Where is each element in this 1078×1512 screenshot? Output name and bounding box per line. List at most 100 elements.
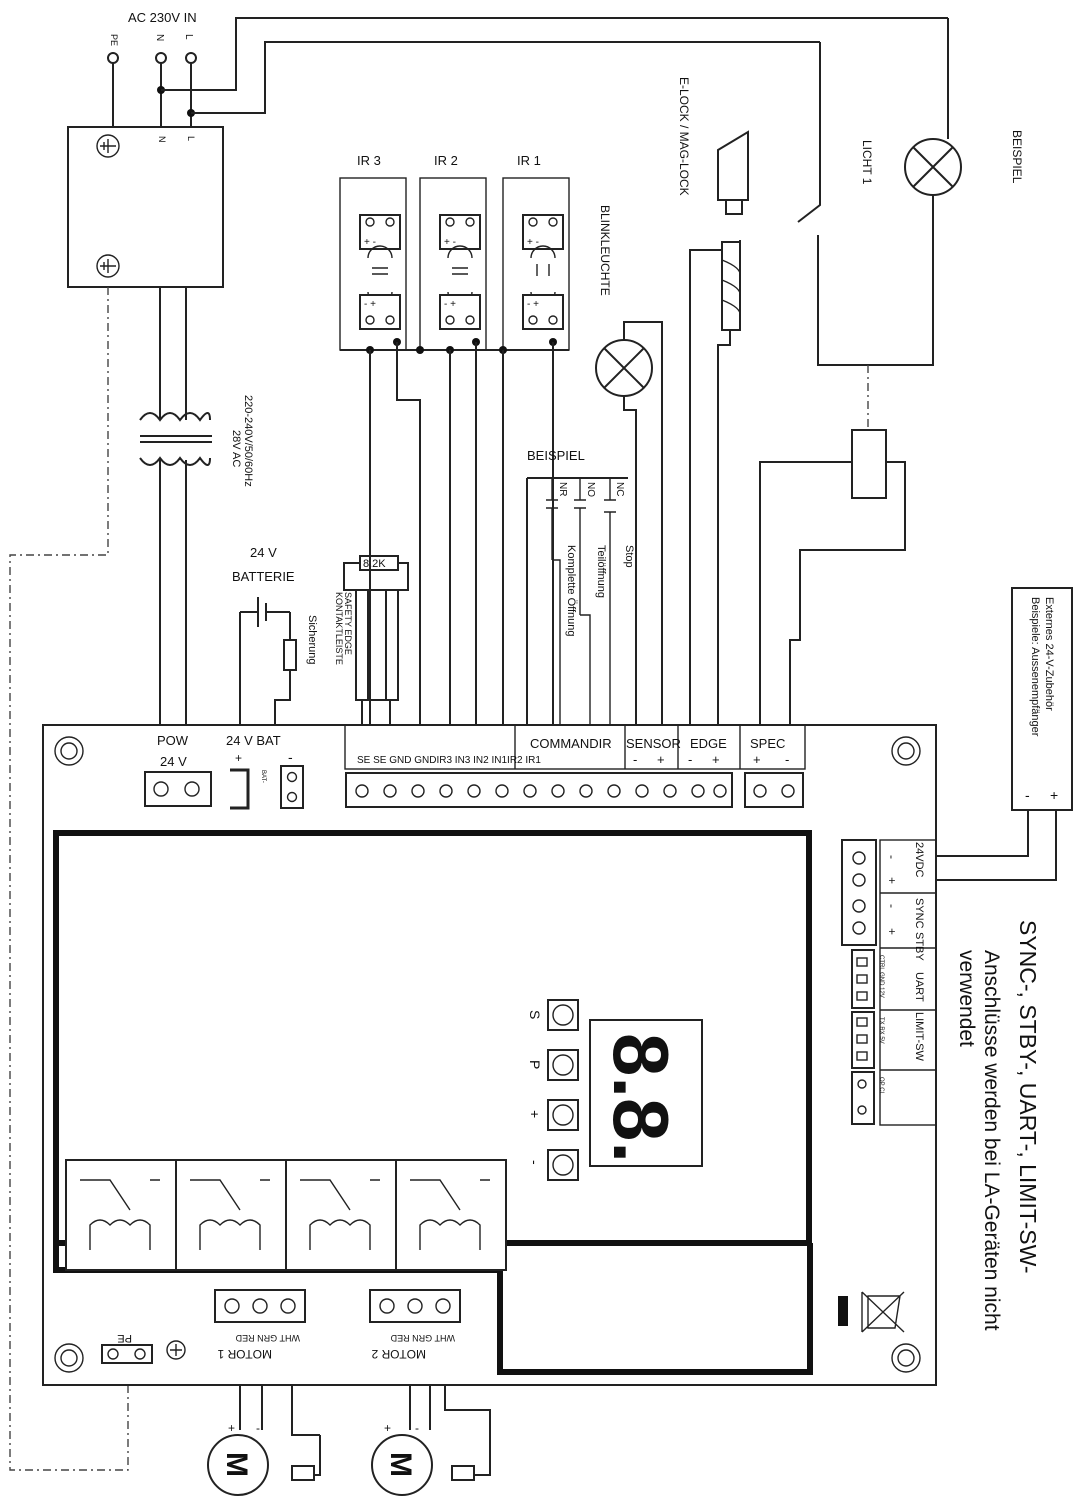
note-line3: verwendet [955,950,978,1047]
button-plus-label: + [527,1110,543,1118]
safety-edge-label: SAFETY EDGE [343,592,353,655]
external-accessory-box [1011,587,1073,811]
spec-plus: + [753,752,761,767]
display-digits: 8.8. [597,1033,685,1163]
main-terminal-block [345,772,733,808]
label-stop: Stop [623,545,635,568]
commandir-label: COMMANDIR [530,736,612,751]
power-supply-box [67,126,224,288]
external-plus: + [1050,787,1058,803]
transformer-voltage: 220-240V/50/60Hz [242,395,254,487]
label-full-open: Komplette Öffnung [565,545,577,637]
svg-text:+ -: + - [364,237,376,248]
psu-n-label: N [157,136,167,143]
motor1-connector [214,1289,306,1323]
sync-minus: - [885,904,899,908]
spec-minus: - [785,752,789,767]
connector-stby [851,949,875,1009]
blink-light-lamp [595,339,653,397]
bat-label: 24 V BAT [226,733,281,748]
motor2-minus: - [415,1421,419,1435]
motor1-plus: + [228,1421,235,1435]
light1-label: LICHT 1 [860,140,874,185]
battery-symbol [240,597,290,627]
transformer-symbol [139,412,212,466]
svg-text:- +: - + [527,299,539,310]
label-limit-sw: LIMIT-SW [913,1012,925,1062]
uart-pins: TX RX 5V [878,1017,884,1044]
safety-edge-label-de: KONTAKTLEISTE [334,592,344,665]
button-s-label: S [527,1010,543,1019]
side-connector-strip [879,839,937,1126]
relay-box [851,429,887,499]
external-line1: Externes 24-V-Zubehör [1043,597,1055,711]
external-minus: - [1025,787,1030,803]
sensor-plus: + [657,752,665,767]
motor2-plus: + [384,1421,391,1435]
bat-plus: + [235,751,242,765]
mains-l-label: L [183,34,194,40]
terminal-labels: SE SE GND GNDIR3 IN3 IN2 IN1IR2 IR1 [357,755,541,766]
svg-text:- +: - + [444,299,456,310]
edge-minus: - [688,752,692,767]
connector-24vdc-sync [841,839,877,946]
mains-title: AC 230V IN [128,10,197,25]
stby-pins: CTRL GND 12V [878,955,884,998]
svg-text:+ -: + - [444,237,456,248]
dc-plus: + [885,877,899,884]
pow-label: POW [157,733,189,748]
command-example-label: BEISPIEL [527,448,585,463]
control-board [42,724,937,1386]
button-minus-label: - [527,1160,543,1165]
edge-resistor-value: 8.2K [363,558,386,570]
battery-voltage: 24 V [250,545,277,560]
label-24vdc: 24VDC [913,842,925,878]
ground-symbol-top [96,134,120,158]
ir-sensor-group: IR 3 IR 2 IR 1 + - - + + - - + + - - + [339,153,570,354]
sensor-minus: - [633,752,637,767]
button-p-label: P [527,1060,543,1069]
ir1-label: IR 1 [517,153,541,168]
dc-minus: - [885,855,899,859]
motor1-minus: - [256,1421,260,1435]
pe-label: PE [117,1332,132,1344]
relay-blocks [65,1159,507,1271]
weee-disposal-icon [838,1291,905,1333]
mains-pe-terminal [107,52,119,64]
spec-label: SPEC [750,736,785,751]
label-uart: UART [913,972,925,1002]
limit-pins: OP CL [878,1077,884,1096]
elock-coil [721,241,741,331]
contact-nr: NR [557,482,568,496]
battery-label: BATTERIE [232,569,295,584]
mains-pe-label: PE [109,34,119,46]
edge-plus: + [712,752,720,767]
bat-minus: - [288,749,293,765]
elock-label: E-LOCK / MAG-LOCK [677,77,691,196]
motor2-symbol: M [371,1434,475,1496]
sensor-label: SENSOR [626,736,681,751]
sync-plus: + [885,928,899,935]
svg-text:- +: - + [364,299,376,310]
motor2-label: MOTOR 2 [371,1347,426,1361]
label-sync: SYNC [913,898,925,929]
motor1-letter: M [220,1452,253,1477]
psu-l-label: L [186,136,196,141]
note-line2: Anschlüsse werden bei LA-Geräten nicht [980,950,1003,1331]
main-terminal-screws [355,784,727,798]
mains-terminals: PE N L [107,34,197,64]
motor2-wire-labels: WHT GRN RED [390,1333,455,1343]
mounting-holes [54,736,921,1373]
motor2-letter: M [384,1452,417,1477]
pow-voltage: 24 V [160,754,187,769]
battery-fuse [283,639,297,671]
bat-bracket [230,768,250,810]
bat-connector [280,765,304,809]
contact-no: NO [585,482,596,497]
command-contacts: NR NO NC [546,478,625,725]
ground-symbol-bottom [96,254,120,278]
ir2-label: IR 2 [434,153,458,168]
pow-connector [144,771,212,807]
light-example-label: BEISPIEL [1010,130,1024,184]
light1-lamp [904,138,962,196]
